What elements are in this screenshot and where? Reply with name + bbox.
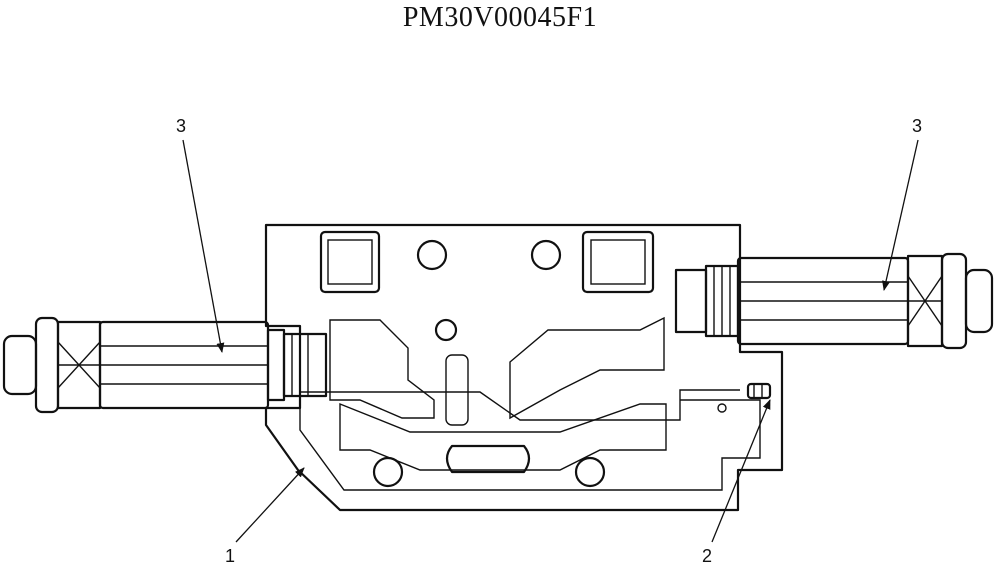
- relief-valve-right-stem: [674, 268, 708, 334]
- valve-body-outline: [264, 223, 784, 512]
- callout-label-3-right: 3: [912, 116, 923, 136]
- passage-bottom-core: [445, 444, 531, 474]
- hole-upper-right: [530, 239, 562, 271]
- relief-valve-right: [674, 252, 994, 350]
- relief-valve-left: [2, 316, 328, 414]
- hole-upper-left: [416, 239, 448, 271]
- passage-bottom: [339, 402, 667, 471]
- relief-valve-left-locknut: [34, 316, 60, 414]
- leader-1: [235, 467, 305, 543]
- hole-small: [717, 403, 727, 413]
- relief-valve-right-locknut: [940, 252, 968, 350]
- leader-3-right: [882, 139, 919, 291]
- hole-center: [434, 318, 458, 342]
- leader-3-left: [182, 139, 225, 353]
- passage-center-slot: [445, 354, 469, 426]
- relief-valve-right-cap: [964, 268, 994, 334]
- port-right: [581, 230, 655, 294]
- relief-valve-left-cap: [2, 334, 38, 396]
- port-left: [319, 230, 381, 294]
- callout-label-2: 2: [702, 546, 713, 566]
- passage-left: [329, 319, 435, 419]
- hole-lower-left: [372, 456, 404, 488]
- callout-label-1: 1: [225, 546, 236, 566]
- leader-2: [711, 399, 771, 543]
- passage-right: [509, 316, 665, 420]
- relief-valve-left-collar: [266, 328, 286, 402]
- callout-label-3-left: 3: [176, 116, 187, 136]
- hole-lower-right: [574, 456, 606, 488]
- relief-valve-left-stem: [282, 332, 328, 398]
- drawing-number: PM30V00045F1: [402, 2, 598, 33]
- check-plug: [746, 382, 772, 400]
- valve-body-lower-edge: [299, 399, 761, 491]
- valve-body: [264, 223, 784, 512]
